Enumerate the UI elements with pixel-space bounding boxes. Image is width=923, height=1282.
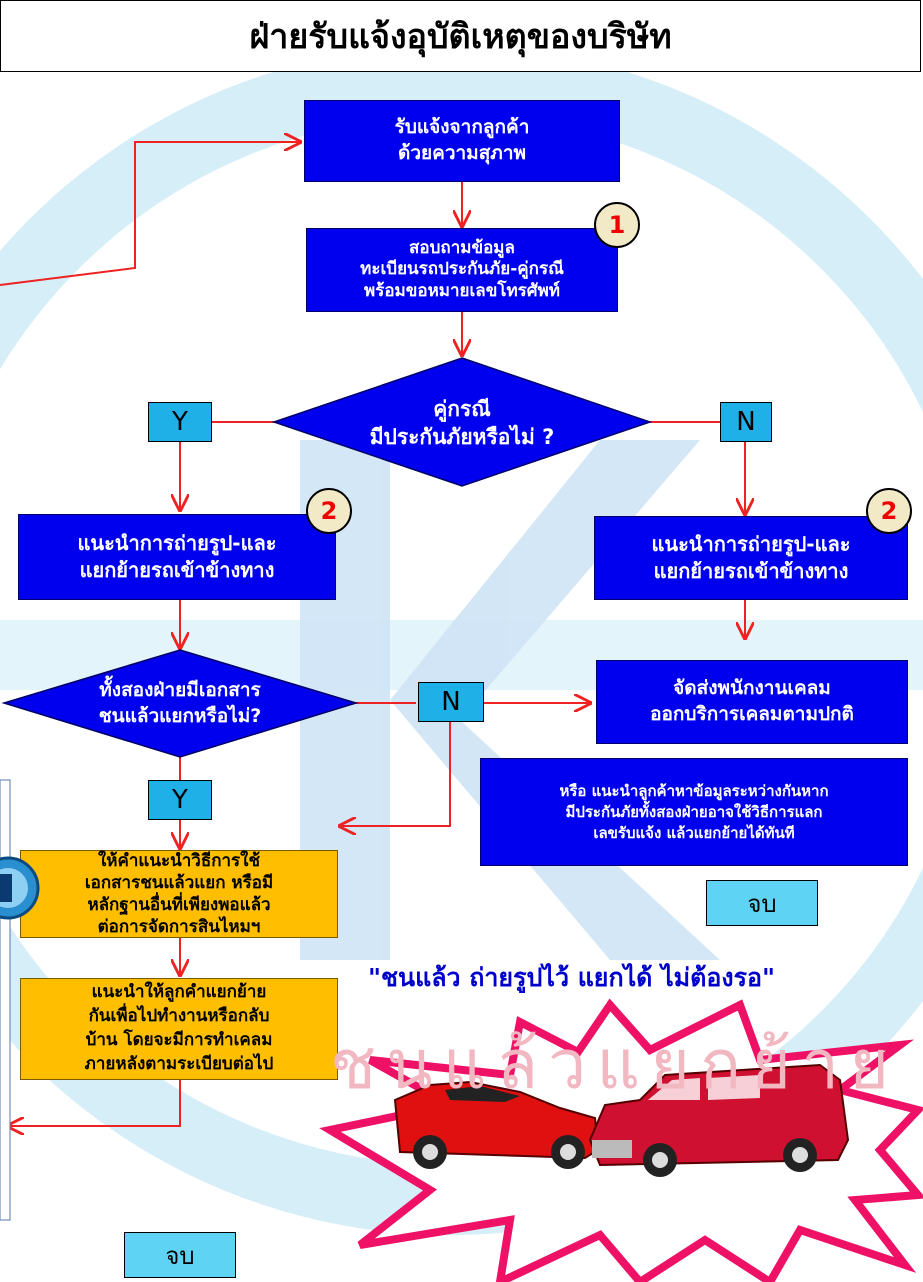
number-badge-icon: 2 [306,488,352,534]
advise-photo-left-line-1: แนะนำการถ่ายรูป-และ [77,531,277,555]
send-claim-line-1: จัดส่งพนักงานเคลม [673,677,831,700]
documents-decision-line-2: ชนแล้วแยกหรือไม่? [98,705,262,727]
documents-decision-shape [1,649,359,758]
advise-photo-box-left: แนะนำการถ่ายรูป-และ แยกย้ายรถเข้าข้างทาง [18,514,336,600]
number-badge-icon: 2 [866,488,912,534]
inquire-line-2: ทะเบียนรถประกันภัย-คู่กรณี [360,259,564,280]
advise-separate-line-2: กันเพื่อไปทำงานหรือกลับ [88,1006,270,1027]
advise-photo-left-line-2: แยกย้ายรถเข้าข้างทาง [79,558,275,582]
insurance-decision-text: คู่กรณี มีประกันภัยหรือไม่ ? [330,382,594,464]
insurance-decision-line-1: คู่กรณี [433,396,491,421]
exchange-info-line-3: เลขรับแจ้ง แล้วแยกย้ายได้ทันที [593,823,795,842]
documents-decision-line-1: ทั้งสองฝ่ายมีเอกสาร [99,679,261,702]
inquire-line-3: พร้อมขอหมายเลขโทรศัพท์ [363,280,561,301]
advise-separate-box: แนะนำให้ลูกคำแยกย้าย กันเพื่อไปทำงานหรือ… [20,978,338,1080]
advise-docs-line-2: เอกสารชนแล้วแยก หรือมี [84,872,274,893]
end-box-left: จบ [124,1232,236,1278]
advise-photo-right-line-1: แนะนำการถ่ายรูป-และ [651,532,851,556]
number-badge-icon: 1 [594,202,640,248]
receive-line-2: ด้วยความสุภาพ [397,142,527,164]
advise-docs-line-3: หลักฐานอื่นที่เพียงพอแล้ว [87,895,271,915]
banner-watermark-text: ชนแล้วแยกย้าย [330,1026,900,1105]
receive-line-1: รับแจ้งจากลูกค้า [394,116,530,139]
page-title-bar: ฝ่ายรับแจ้งอุบัติเหตุของบริษัท [0,0,921,72]
advise-photo-box-right: แนะนำการถ่ายรูป-และ แยกย้ายรถเข้าข้างทาง [594,516,908,600]
red-sports-car-icon [393,1080,600,1169]
advise-docs-line-4: ต่อการจัดการสินไหมฯ [97,917,261,938]
company-logo-icon [0,856,40,920]
receive-report-box: รับแจ้งจากลูกค้า ด้วยความสุภาพ [304,100,620,182]
advise-photo-right-line-2: แยกย้ายรถเข้าข้างทาง [653,559,849,583]
exchange-info-line-1: หรือ แนะนำลูกค้าหาข้อมูลระหว่างกันหาก [559,781,829,800]
send-claim-line-2: ออกบริการเคลมตามปกติ [650,703,854,725]
advise-documents-box: ให้คำแนะนำวิธีการใช้ เอกสารชนแล้วแยก หรื… [20,850,338,938]
red-van-icon [588,1063,850,1177]
slogan-text: "ชนแล้ว ถ่ายรูปไว้ แยกได้ ไม่ต้องรอ" [368,963,776,992]
insurance-decision-shape [271,357,653,487]
advise-separate-line-3: บ้าน โดยจะมีการทำเคลม [85,1030,273,1050]
inquire-info-box: สอบถามข้อมูล ทะเบียนรถประกันภัย-คู่กรณี … [306,228,618,312]
end-box-right: จบ [706,880,818,926]
advise-separate-line-1: แนะนำให้ลูกคำแยกย้าย [91,982,267,1003]
documents-decision-text: ทั้งสองฝ่ายมีเอกสาร ชนแล้วแยกหรือไม่? [56,668,304,740]
exchange-info-box: หรือ แนะนำลูกค้าหาข้อมูลระหว่างกันหาก มี… [480,758,908,866]
advise-docs-line-1: ให้คำแนะนำวิธีการใช้ [97,850,261,871]
insurance-decision-line-2: มีประกันภัยหรือไม่ ? [369,425,555,449]
no-label-documents: N [418,682,484,722]
yes-label-insurance: Y [148,402,212,442]
no-label-insurance: N [720,402,772,442]
exchange-info-line-2: มีประกันภัยทั้งสองฝ่ายอาจใช้วิธีการแลก [565,802,823,821]
send-claim-staff-box: จัดส่งพนักงานเคลม ออกบริการเคลมตามปกติ [596,660,908,744]
inquire-line-1: สอบถามข้อมูล [409,238,515,259]
advise-separate-line-4: ภายหลังตามระเบียบต่อไป [84,1053,274,1074]
page-title: ฝ่ายรับแจ้งอุบัติเหตุของบริษัท [249,17,672,57]
yes-label-documents: Y [148,780,212,820]
